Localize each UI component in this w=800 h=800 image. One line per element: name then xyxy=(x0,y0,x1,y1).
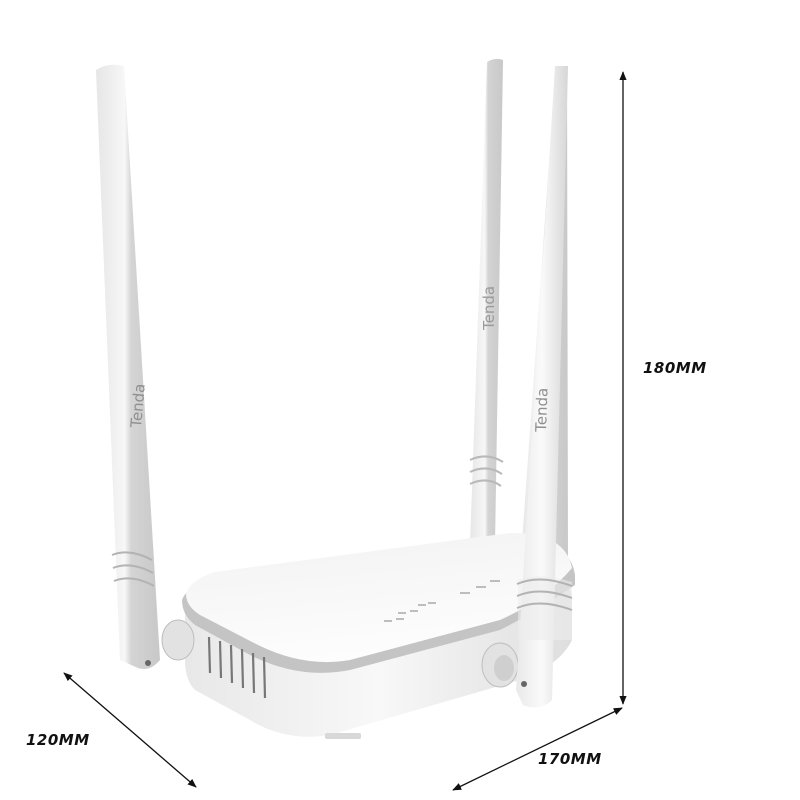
status-leds xyxy=(384,580,500,622)
router-body xyxy=(161,532,575,739)
antenna-brand-text: Tenda xyxy=(532,387,552,433)
antenna-back-middle: Tenda xyxy=(469,58,504,545)
dimension-lines xyxy=(63,71,627,791)
antenna-front-left: Tenda xyxy=(96,64,160,669)
antenna-brand-text: Tenda xyxy=(127,383,149,429)
width-dimension-line xyxy=(452,707,623,791)
depth-dimension-label: 120MM xyxy=(26,731,90,749)
antenna-brand-text: Tenda xyxy=(480,286,498,331)
depth-dimension-line xyxy=(63,672,197,788)
width-dimension-label: 170MM xyxy=(538,750,602,768)
height-dimension-label: 180MM xyxy=(643,359,707,377)
antenna-front-right: Tenda xyxy=(516,66,573,708)
vent-slots xyxy=(207,636,267,699)
